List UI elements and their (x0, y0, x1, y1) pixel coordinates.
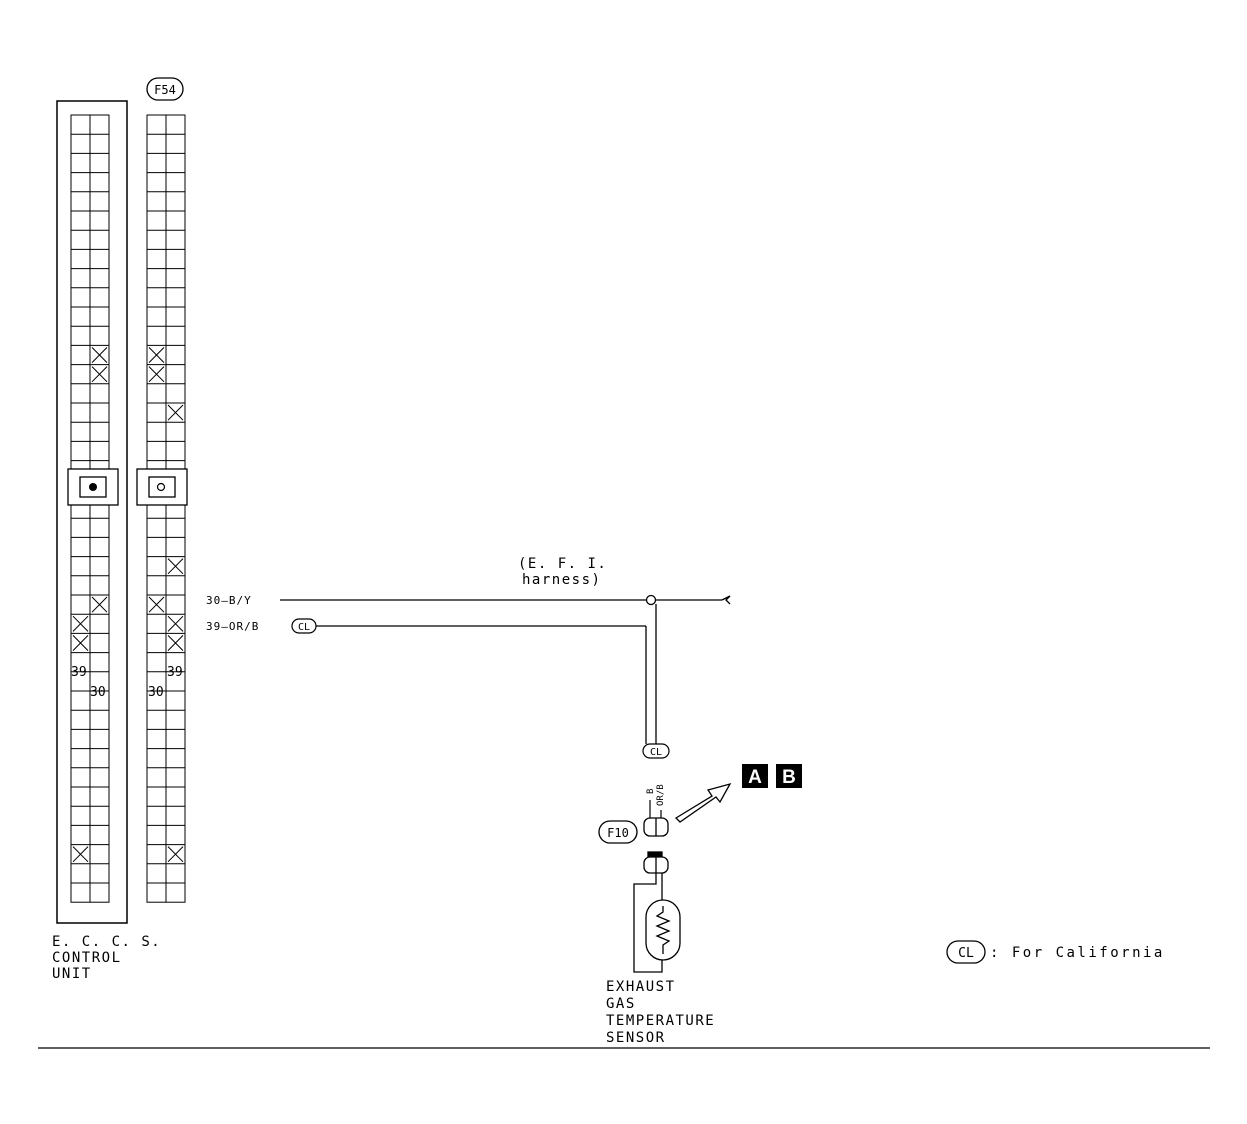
fs-lock-tab (136, 468, 188, 506)
unused-terminal-mark (148, 347, 165, 363)
unused-terminal-mark (72, 846, 89, 863)
legend-text: : For California (990, 945, 1165, 961)
vertical-label-b: B (646, 789, 656, 794)
unused-terminal-mark (91, 596, 108, 613)
unused-terminal-mark (72, 635, 89, 651)
wire-stubs (649, 800, 662, 818)
wire-break-icon (721, 595, 731, 605)
sensor-label-line-1: EXHAUST (606, 979, 676, 995)
cl-tag-wire-39: CL (291, 618, 317, 634)
svg-text:CL: CL (958, 946, 974, 961)
unused-terminal-mark (91, 347, 108, 363)
ecu-lock-tab (67, 468, 119, 506)
ecu-pin-30: 30 (90, 685, 106, 700)
f10-connector-tag: F10 (598, 820, 638, 844)
ecu-terminal-grid (70, 114, 110, 903)
f10-harness-connector (643, 817, 669, 837)
unused-terminal-mark (72, 615, 89, 632)
ecu-pin-39: 39 (71, 665, 87, 680)
exhaust-gas-temp-sensor (633, 873, 681, 973)
ecu-connector-housing (56, 100, 128, 924)
f10-sensor-connector (643, 851, 669, 874)
unused-terminal-mark (167, 404, 184, 421)
unused-terminal-mark (148, 596, 165, 613)
ecu-label-line-3: UNIT (52, 966, 92, 982)
unused-terminal-mark (167, 558, 184, 575)
fs-pin-39: 39 (167, 665, 183, 680)
svg-text:F10: F10 (607, 826, 629, 840)
thermistor-icon (655, 906, 671, 954)
sensor-label-line-2: GAS (606, 996, 636, 1012)
unused-terminal-mark (91, 366, 108, 383)
fs-terminal-grid (146, 114, 186, 903)
svg-text:A: A (748, 767, 762, 788)
badge-a: A (742, 764, 768, 788)
unused-terminal-mark (148, 366, 165, 383)
ecu-label-line-2: CONTROL (52, 950, 122, 966)
harness-label-line-1: (E. F. I. (518, 556, 607, 572)
wire-30-b-y (280, 599, 722, 744)
fs-pin-30: 30 (148, 685, 164, 700)
wire-39-or-b (316, 625, 647, 744)
svg-text:CL: CL (650, 747, 662, 758)
svg-text:CL: CL (298, 622, 310, 633)
fs-connector-tag: F54 (146, 77, 184, 101)
legend-cl: CL (946, 940, 986, 964)
wire-label-39: 39—OR/B (206, 620, 259, 633)
unused-terminal-mark (167, 615, 184, 632)
unused-terminal-mark (167, 846, 184, 863)
arrow-icon (674, 782, 732, 823)
sensor-label-line-4: SENSOR (606, 1030, 666, 1046)
cl-tag-vertical: CL (642, 743, 670, 759)
harness-label-line-2: harness) (522, 572, 601, 588)
badge-b: B (776, 764, 802, 788)
sensor-label-line-3: TEMPERATURE (606, 1013, 715, 1029)
ecu-label-line-1: E. C. C. S. (52, 934, 161, 950)
svg-text:B: B (782, 767, 796, 788)
wire-label-30: 30—B/Y (206, 594, 252, 607)
wire-splice-icon (645, 594, 657, 606)
svg-text:F54: F54 (154, 83, 176, 97)
unused-terminal-mark (167, 635, 184, 651)
vertical-label-or-b: OR/B (656, 784, 666, 806)
